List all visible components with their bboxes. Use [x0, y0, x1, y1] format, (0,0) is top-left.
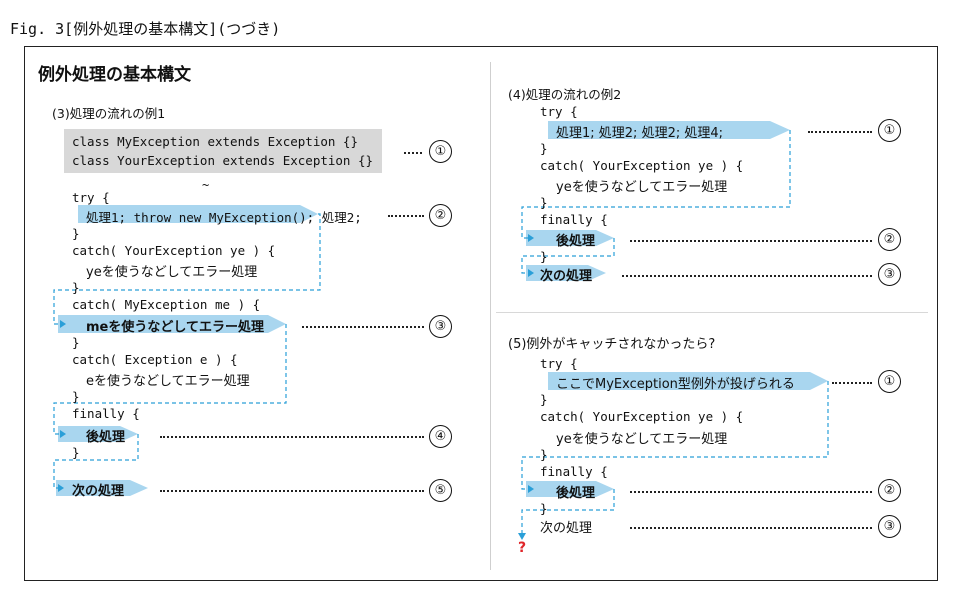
leader-dots	[302, 326, 424, 328]
code-finally-open: finally {	[72, 406, 140, 421]
leader-dots	[832, 382, 872, 384]
code-catch-your: catch( YourException ye ) {	[72, 243, 276, 258]
code-catch-exception: catch( Exception e ) {	[72, 352, 238, 367]
code-finally-body: 後処理	[86, 430, 126, 445]
leader-dots	[160, 436, 424, 438]
code-catch-your-body: yeを使うなどしてエラー処理	[556, 180, 728, 195]
leader-dots	[630, 527, 872, 529]
section-title-5: (5)例外がキャッチされなかったら?	[508, 337, 716, 352]
step-marker: ③	[429, 315, 452, 338]
code-close-brace: }	[540, 392, 548, 407]
vertical-divider	[490, 62, 491, 570]
code-class-line1: class MyException extends Exception {}	[72, 134, 358, 149]
code-close-brace: }	[540, 249, 548, 264]
code-catch-your: catch( YourException ye ) {	[540, 409, 744, 424]
code-next-process: 次の処理	[540, 269, 593, 284]
leader-dots	[404, 152, 422, 154]
step-marker: ①	[878, 370, 901, 393]
code-finally-open: finally {	[540, 464, 608, 479]
step-marker: ②	[878, 479, 901, 502]
code-try-body: ここでMyException型例外が投げられる	[556, 377, 795, 392]
section-title-3: (3)処理の流れの例1	[52, 106, 166, 121]
leader-dots	[160, 490, 424, 492]
leader-dots	[388, 215, 424, 217]
section-title-4: (4)処理の流れの例2	[508, 87, 622, 102]
code-close-brace: }	[540, 501, 548, 516]
uncaught-question-mark: ?	[518, 540, 527, 556]
step-marker: ②	[878, 228, 901, 251]
code-close-brace: }	[72, 445, 80, 460]
code-catch-your-body: yeを使うなどしてエラー処理	[86, 265, 258, 280]
code-close-brace: }	[72, 280, 80, 295]
code-catch-your: catch( YourException ye ) {	[540, 158, 744, 173]
code-close-brace: }	[540, 195, 548, 210]
step-marker: ④	[429, 425, 452, 448]
code-try-body: 処理1; throw new MyException(); 処理2;	[86, 210, 362, 225]
code-try-open: try {	[540, 104, 578, 119]
code-try-open: try {	[72, 190, 110, 205]
code-finally-body: 後処理	[556, 234, 596, 249]
figure-title: Fig. 3[例外処理の基本構文](つづき)	[10, 20, 281, 38]
step-marker: ①	[878, 119, 901, 142]
code-class-line2: class YourException extends Exception {}	[72, 153, 374, 168]
code-close-brace: }	[540, 447, 548, 462]
horizontal-divider	[496, 312, 928, 313]
step-marker: ⑤	[429, 479, 452, 502]
code-close-brace: }	[540, 141, 548, 156]
leader-dots	[622, 275, 872, 277]
code-catch-my-body: meを使うなどしてエラー処理	[86, 320, 264, 335]
step-marker: ②	[429, 204, 452, 227]
code-close-brace: }	[72, 389, 80, 404]
step-marker: ③	[878, 515, 901, 538]
code-catch-my: catch( MyException me ) {	[72, 297, 261, 312]
code-try-body: 処理1; 処理2; 処理2; 処理4;	[556, 126, 724, 141]
code-try-open: try {	[540, 356, 578, 371]
code-next-process: 次の処理	[72, 484, 125, 499]
omission-mark: ~	[202, 178, 210, 192]
code-next-process: 次の処理	[540, 521, 593, 536]
leader-dots	[630, 491, 872, 493]
leader-dots	[630, 240, 872, 242]
step-marker: ①	[429, 140, 452, 163]
class-declaration-box	[64, 129, 382, 173]
leader-dots	[808, 131, 872, 133]
diagram-frame	[24, 46, 938, 581]
code-catch-exception-body: eを使うなどしてエラー処理	[86, 374, 250, 389]
code-close-brace: }	[72, 226, 80, 241]
step-marker: ③	[878, 263, 901, 286]
code-finally-body: 後処理	[556, 486, 596, 501]
main-title: 例外処理の基本構文	[38, 65, 191, 85]
code-finally-open: finally {	[540, 212, 608, 227]
code-catch-your-body: yeを使うなどしてエラー処理	[556, 432, 728, 447]
code-close-brace: }	[72, 335, 80, 350]
